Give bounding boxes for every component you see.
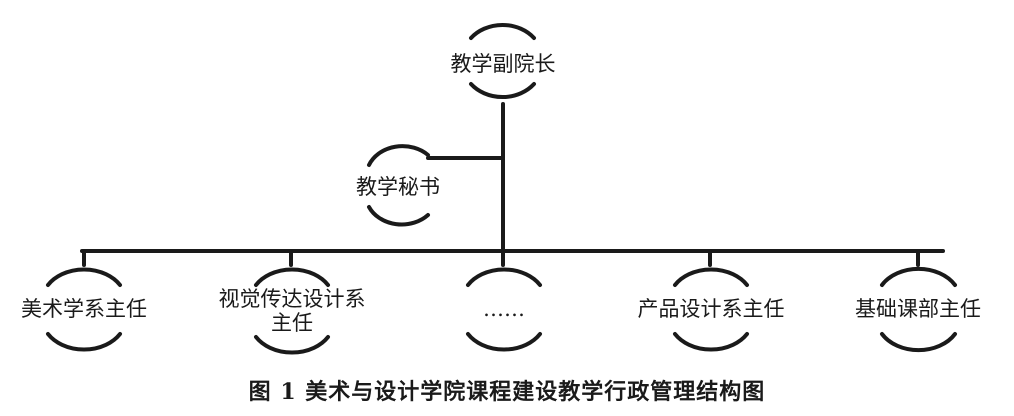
visual-dept-label-line2: 主任 (271, 311, 313, 335)
foundation-dept-label: 基础课部主任 (855, 297, 981, 321)
ellipsis-brackets (466, 267, 542, 352)
art-dept-brackets (46, 267, 122, 352)
vice-dean-brackets (469, 22, 536, 100)
product-dept-label: 产品设计系主任 (637, 297, 785, 321)
foundation-dept-brackets (880, 266, 957, 353)
art-dept-label: 美术学系主任 (21, 297, 147, 321)
secretary-brackets (367, 144, 430, 227)
figure-caption: 图 1 美术与设计学院课程建设教学行政管理结构图 (248, 379, 766, 405)
visual-dept-label-line1: 视觉传达设计系 (218, 287, 366, 311)
vice-dean-label: 教学副院长 (450, 52, 556, 76)
secretary-label: 教学秘书 (356, 175, 440, 199)
visual-dept-label: 视觉传达设计系 主任 (219, 287, 366, 335)
visual-dept-brackets (254, 267, 330, 355)
product-dept-brackets (673, 267, 749, 352)
ellipsis-label: …… (483, 297, 525, 321)
